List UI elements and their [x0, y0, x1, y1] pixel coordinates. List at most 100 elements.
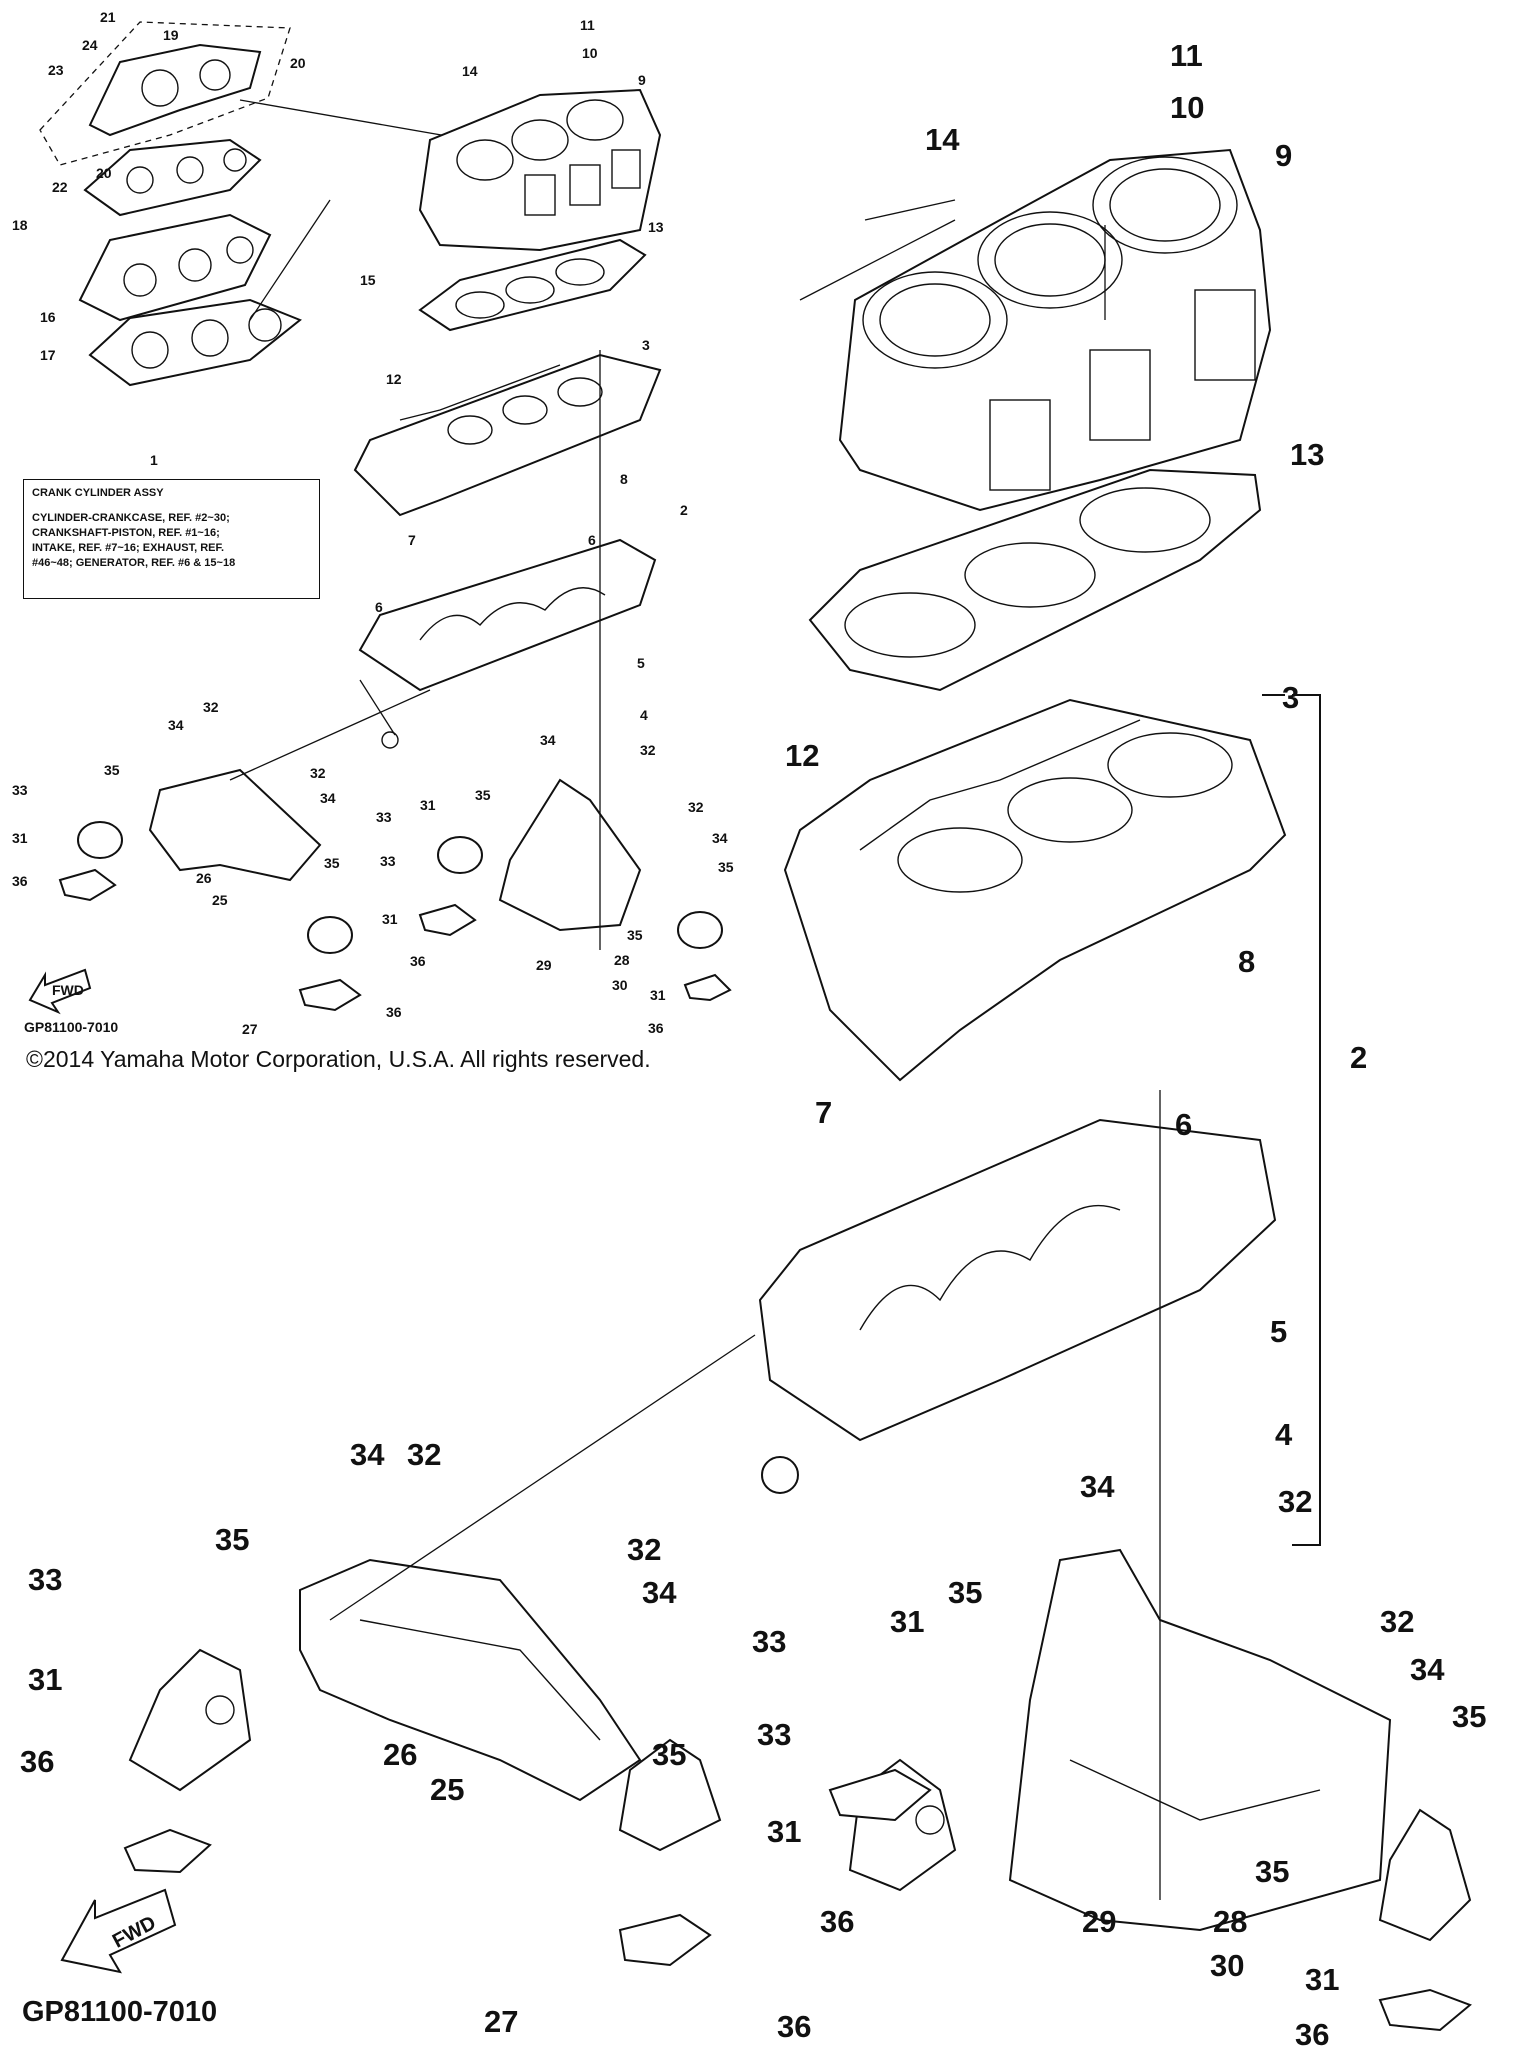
callout-small-5: 5 — [637, 655, 645, 671]
callout-12: 12 — [785, 738, 819, 773]
callout-25: 25 — [430, 1772, 464, 1807]
callout-small-35e: 35 — [627, 927, 643, 943]
callout-8: 8 — [1238, 944, 1255, 979]
callout-34c: 34 — [1080, 1469, 1115, 1504]
callout-small-6b: 6 — [375, 599, 383, 615]
shim-1 — [123, 1828, 212, 1874]
assembly-line-1: CYLINDER-CRANKCASE, REF. #2~30; — [32, 512, 230, 524]
callout-35c: 35 — [948, 1575, 982, 1610]
callout-small-30: 30 — [612, 977, 628, 993]
callout-small-33a: 33 — [12, 782, 28, 798]
rubber-mount-small-4 — [677, 911, 723, 949]
callout-35a: 35 — [215, 1522, 249, 1557]
base-gasket-small — [418, 238, 647, 332]
callout-small-34d: 34 — [712, 830, 728, 846]
callout-small-31c: 31 — [420, 797, 436, 813]
callout-3: 3 — [1282, 680, 1299, 715]
callout-35d: 35 — [1452, 1699, 1486, 1734]
cylinder-head-part — [78, 213, 272, 322]
rubber-mount-4 — [1378, 1808, 1472, 1942]
callout-14: 14 — [925, 122, 960, 157]
exhaust-port-2 — [1089, 349, 1151, 441]
callout-small-32b: 32 — [310, 765, 326, 781]
callout-small-4: 4 — [640, 707, 648, 723]
callout-small-27: 27 — [242, 1021, 258, 1037]
callout-small-36b: 36 — [386, 1004, 402, 1020]
callout-small-15: 15 — [360, 272, 376, 288]
shim-small-1 — [58, 868, 117, 902]
head-cover-part — [88, 43, 262, 137]
callout-32b: 32 — [627, 1532, 661, 1567]
callout-small-14: 14 — [462, 63, 478, 79]
callout-35b: 35 — [652, 1737, 686, 1772]
shim-3 — [828, 1768, 932, 1822]
callout-small-17: 17 — [40, 347, 56, 363]
rubber-mount-small-1 — [77, 821, 123, 859]
callout-small-32c: 32 — [640, 742, 656, 758]
callout-small-8: 8 — [620, 471, 628, 487]
callout-small-35b: 35 — [324, 855, 340, 871]
callout-29: 29 — [1082, 1904, 1116, 1939]
exhaust-port-1 — [989, 399, 1051, 491]
callout-32a: 32 — [407, 1437, 441, 1472]
lower-crankcase — [758, 1118, 1277, 1442]
callout-small-32d: 32 — [688, 799, 704, 815]
shim-4 — [1378, 1988, 1472, 2032]
right-engine-mount — [1008, 1548, 1392, 1932]
callout-small-32a: 32 — [203, 699, 219, 715]
callout-36a: 36 — [20, 1744, 54, 1779]
rubber-mount-2 — [618, 1738, 722, 1852]
callout-small-18: 18 — [12, 217, 28, 233]
callout-small-36d: 36 — [648, 1020, 664, 1036]
head-base-gasket-part — [88, 298, 302, 387]
callout-35e: 35 — [1255, 1854, 1289, 1889]
assembly-line-3: INTAKE, REF. #7~16; EXHAUST, REF. — [32, 542, 225, 554]
copyright-notice: ©2014 Yamaha Motor Corporation, U.S.A. A… — [26, 1046, 651, 1072]
upper-crankcase-small — [353, 353, 662, 517]
diagram-code: GP81100-7010 — [22, 1996, 218, 2028]
callout-small-34a: 34 — [168, 717, 184, 733]
callout-9: 9 — [1275, 138, 1292, 173]
engine-mount-right-small — [498, 778, 642, 932]
callout-5: 5 — [1270, 1314, 1287, 1349]
rubber-mount-small-3 — [437, 836, 483, 874]
fwd-arrow-small-icon — [28, 968, 92, 1015]
cylinder-base-gasket — [808, 468, 1262, 692]
callout-small-35c: 35 — [475, 787, 491, 803]
callout-13: 13 — [1290, 437, 1324, 472]
callout-small-24: 24 — [82, 37, 98, 53]
callout-small-10: 10 — [582, 45, 598, 61]
callout-small-19: 19 — [163, 27, 179, 43]
callout-small-36c: 36 — [410, 953, 426, 969]
diagram-code-small: GP81100-7010 — [24, 1019, 119, 1035]
callout-31a: 31 — [28, 1662, 62, 1697]
callout-31b: 31 — [767, 1814, 801, 1849]
callout-small-25: 25 — [212, 892, 228, 908]
callout-small-35a: 35 — [104, 762, 120, 778]
lower-crankcase-small — [358, 538, 657, 692]
main-callouts: 2 3 4 5 6 7 8 9 10 11 12 13 14 25 26 27 … — [20, 38, 1486, 2048]
callout-34b: 34 — [642, 1575, 677, 1610]
shim-small-2 — [298, 978, 362, 1012]
callout-small-7: 7 — [408, 532, 416, 548]
callout-small-1: 1 — [150, 452, 158, 468]
main-diagram: FWD — [60, 148, 1472, 2032]
cylinder-block-small — [418, 88, 662, 252]
callout-36c: 36 — [820, 1904, 854, 1939]
exhaust-port-3 — [1194, 289, 1256, 381]
callout-27: 27 — [484, 2004, 518, 2039]
callout-31d: 31 — [1305, 1962, 1339, 1997]
assembly-line-4: #46~48; GENERATOR, REF. #6 & 15~18 — [32, 557, 236, 569]
callout-30: 30 — [1210, 1948, 1244, 1983]
callout-small-23: 23 — [48, 62, 64, 78]
callout-small-12: 12 — [386, 371, 402, 387]
callout-small-36a: 36 — [12, 873, 28, 889]
fwd-label-small: FWD — [52, 982, 84, 998]
callout-28: 28 — [1213, 1904, 1247, 1939]
callout-small-31d: 31 — [650, 987, 666, 1003]
shim-small-4 — [683, 973, 732, 1002]
callout-2: 2 — [1350, 1040, 1367, 1075]
callout-small-29: 29 — [536, 957, 552, 973]
callout-7: 7 — [815, 1095, 832, 1130]
